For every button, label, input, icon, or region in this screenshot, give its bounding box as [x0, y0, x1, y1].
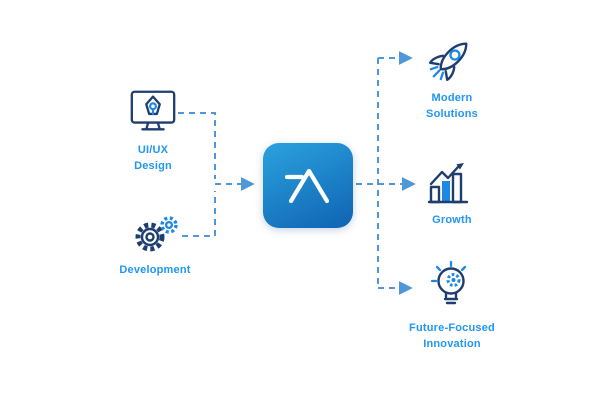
company-logo-box [263, 143, 353, 228]
node-development: Development [114, 210, 196, 279]
connector-development-to-junction [182, 191, 216, 237]
pen-tool-monitor-icon [130, 90, 176, 131]
node-future-focused-innovation: Future-Focused Innovation [402, 260, 502, 353]
modern-solutions-label: Modern Solutions [426, 92, 478, 120]
growth-chart-icon [427, 163, 469, 204]
mountain-logo-icon [284, 168, 330, 203]
node-modern-solutions: Modern Solutions [416, 30, 488, 123]
uiux-design-label: UI/UX Design [134, 144, 172, 172]
future-focused-innovation-label: Future-Focused Innovation [409, 322, 495, 350]
node-uiux-design: UI/UX Design [116, 86, 190, 175]
gears-icon [135, 216, 178, 252]
connector-uiux-to-junction [178, 112, 216, 179]
node-growth: Growth [424, 158, 480, 229]
development-label: Development [119, 264, 191, 276]
growth-label: Growth [432, 214, 472, 226]
lightbulb-gear-icon [430, 260, 467, 305]
rocket-icon [429, 42, 468, 81]
